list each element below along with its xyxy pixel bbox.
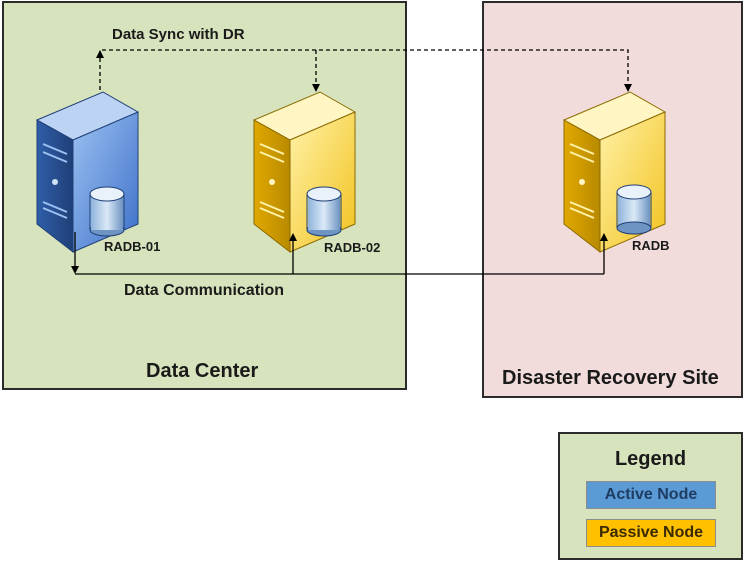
communication-label: Data Communication <box>124 282 285 299</box>
comm-arrowhead <box>600 233 608 241</box>
node-label-radb-01: RADB-01 <box>104 239 161 254</box>
sync-arrowhead <box>312 84 320 92</box>
dr-site-title: Disaster Recovery Site <box>502 367 719 389</box>
comm-arrowhead <box>289 233 297 241</box>
sync-connector <box>99 49 629 90</box>
database-icon <box>306 186 342 237</box>
database-icon <box>89 186 125 237</box>
database-icon <box>616 184 652 235</box>
communication-connector <box>74 232 605 275</box>
comm-arrowhead <box>71 266 79 274</box>
node-label-radb-02: RADB-02 <box>324 240 381 255</box>
legend-passive-node: Passive Node <box>586 519 716 547</box>
node-label-radb: RADB <box>632 238 670 253</box>
data-center-title: Data Center <box>146 360 259 382</box>
sync-label: Data Sync with DR <box>112 26 245 43</box>
sync-arrowhead <box>624 84 632 92</box>
legend: Legend Active Node Passive Node <box>558 432 743 560</box>
legend-active-node: Active Node <box>586 481 716 509</box>
sync-arrowhead <box>96 50 104 58</box>
legend-title: Legend <box>614 448 687 470</box>
